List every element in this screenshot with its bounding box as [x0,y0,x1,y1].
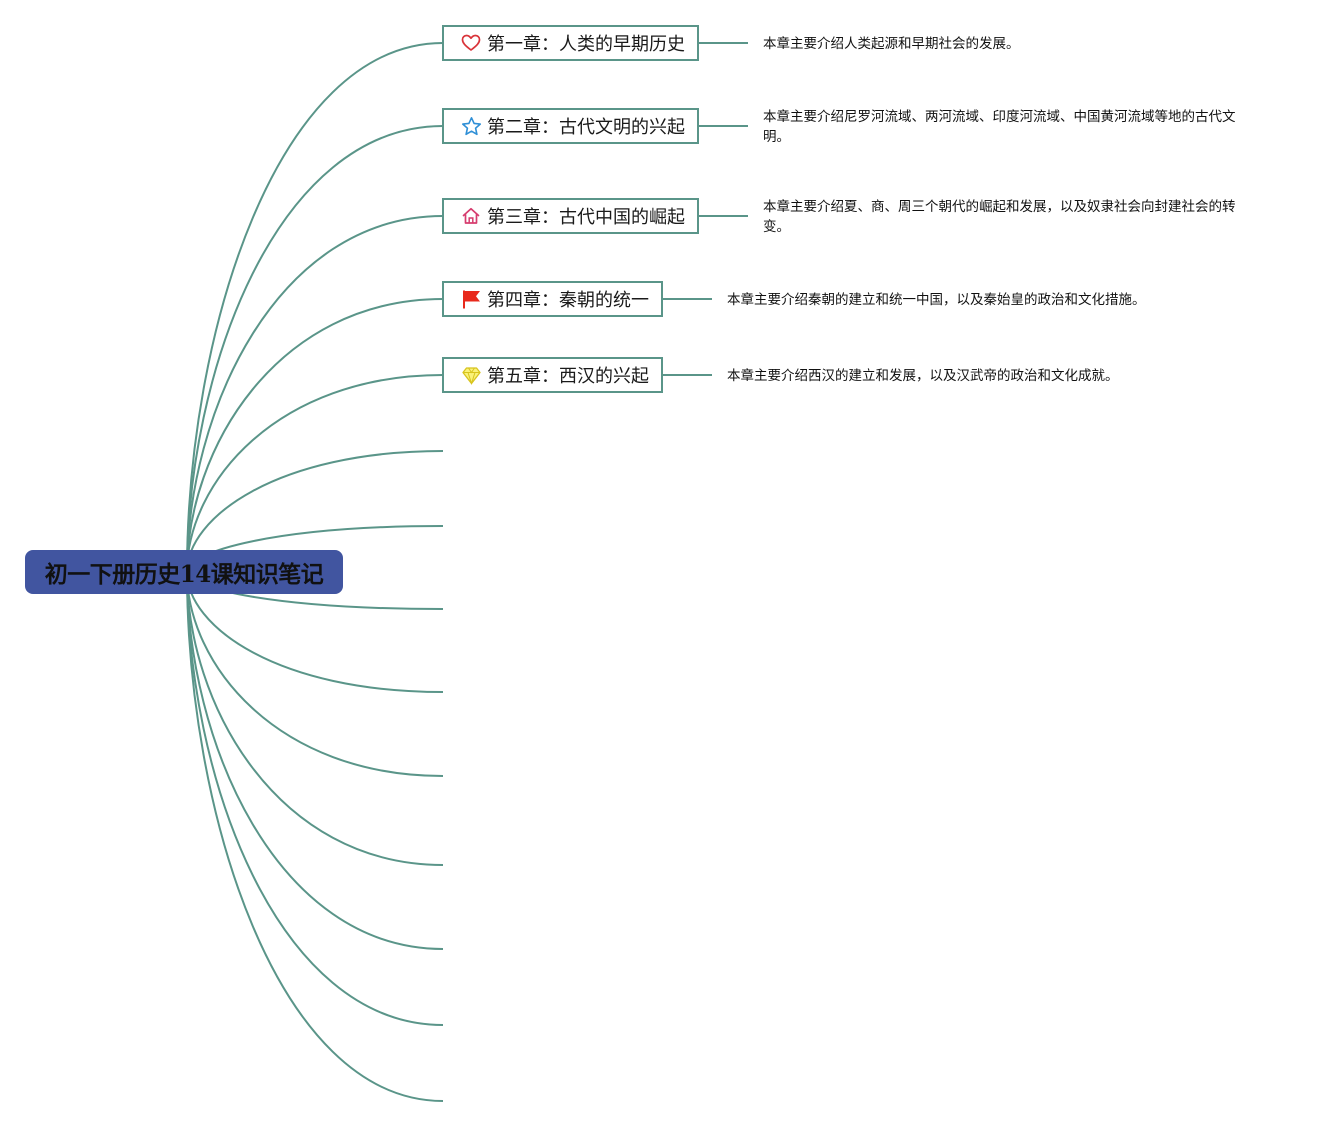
chapter-node-5[interactable]: 第五章：西汉的兴起 [442,357,663,393]
branch-line [186,571,444,777]
branch-line [186,42,444,573]
branch-line [186,571,444,1026]
chapter-label-4: 第四章：秦朝的统一 [487,290,649,311]
branch-line [186,298,444,573]
chapter-description-1: 本章主要介绍人类起源和早期社会的发展。 [763,36,1020,52]
flag-icon [460,288,482,310]
chapter-label-2: 第二章：古代文明的兴起 [487,117,685,138]
heart-icon [460,32,482,54]
chapter-label-1: 第一章：人类的早期历史 [487,34,685,55]
description-connectors [663,42,748,376]
root-topic-label: 初一下册历史14课知识笔记 [44,561,324,588]
chapter-description-4: 本章主要介绍秦朝的建立和统一中国，以及秦始皇的政治和文化措施。 [727,292,1146,308]
branch-line [186,374,444,573]
chapter-description-2: 本章主要介绍尼罗河流域、两河流域、印度河流域、中国黄河流域等地的古代文明。 [763,109,1236,145]
branch-line [186,571,444,1102]
branch-line [186,571,444,866]
star-icon [460,115,482,137]
chapter-node-1[interactable]: 第一章：人类的早期历史 [442,25,699,61]
chapter-node-2[interactable]: 第二章：古代文明的兴起 [442,108,699,144]
house-icon [460,205,482,227]
root-topic[interactable]: 初一下册历史14课知识笔记 [25,550,343,594]
chapter-node-4[interactable]: 第四章：秦朝的统一 [442,281,663,317]
chapter-node-3[interactable]: 第三章：古代中国的崛起 [442,198,699,234]
chapter-label-3: 第三章：古代中国的崛起 [487,207,685,228]
diamond-icon [460,364,482,386]
branch-line [186,125,444,573]
chapter-label-5: 第五章：西汉的兴起 [487,366,649,387]
chapter-description-3: 本章主要介绍夏、商、周三个朝代的崛起和发展，以及奴隶社会向封建社会的转变。 [763,199,1236,235]
branch-line [186,215,444,573]
branch-line [186,571,444,950]
chapter-description-5: 本章主要介绍西汉的建立和发展，以及汉武帝的政治和文化成就。 [727,368,1119,384]
